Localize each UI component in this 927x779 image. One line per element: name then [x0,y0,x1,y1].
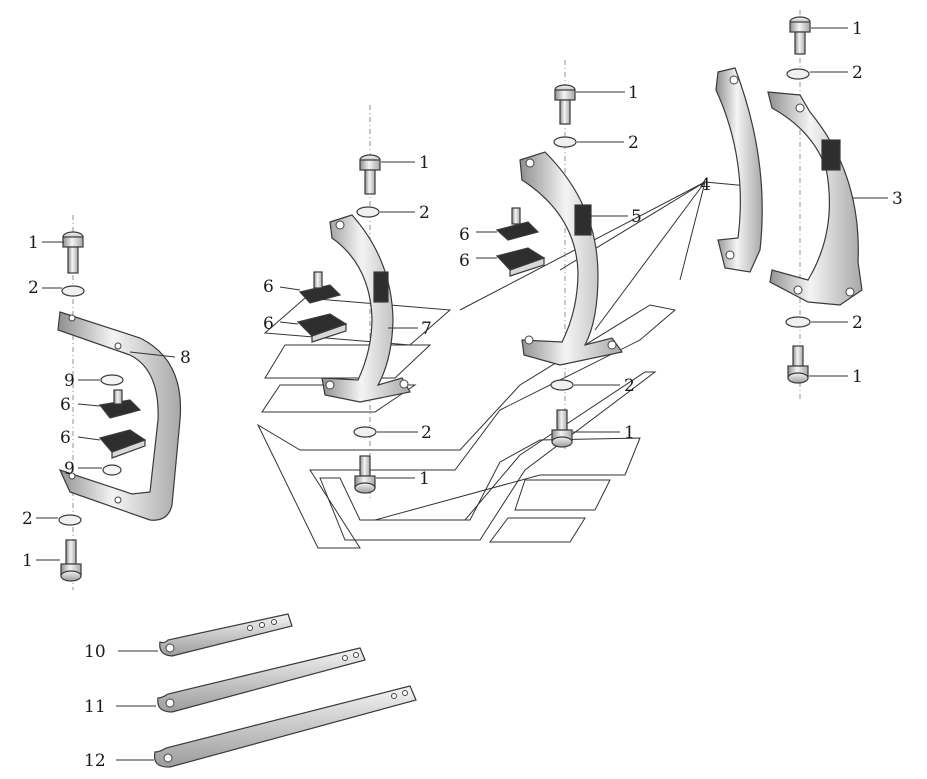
label-2: 2 [852,313,863,333]
label-6: 6 [459,251,470,271]
outer-clamp-icon [767,91,863,306]
label-6: 6 [60,428,71,448]
bolt-icon [554,84,576,125]
label-1: 1 [852,367,863,387]
spacer-icon [100,374,124,386]
label-6: 6 [263,314,274,334]
washer-icon [353,426,377,438]
label-2: 2 [624,376,635,396]
label-1: 1 [22,551,33,571]
wrench-icon [153,685,417,768]
label-4-leaders: 4 [459,175,749,331]
label-6: 6 [459,225,470,245]
label-2: 2 [852,63,863,83]
label-1: 1 [624,423,635,443]
clamp-7-assembly: 1 2 7 6 6 2 1 [263,105,432,500]
bolt-icon [62,231,84,274]
label-11: 11 [84,697,106,717]
label-8: 8 [180,348,191,368]
label-6: 6 [263,277,274,297]
label-1: 1 [852,19,863,39]
label-10: 10 [84,642,106,662]
clamp-5-assembly: 1 2 5 6 6 2 1 [459,60,642,450]
label-2: 2 [22,509,33,529]
strap-bracket-icon [57,311,182,521]
bolt-icon [789,16,811,55]
label-2: 2 [28,278,39,298]
clip-icon [98,389,142,419]
label-9: 9 [64,459,75,479]
clip-icon [98,429,147,459]
label-2: 2 [419,203,430,223]
washer-icon [786,68,810,80]
label-1: 1 [419,469,430,489]
label-1: 1 [419,153,430,173]
clamp-arm-icon [321,214,411,403]
clip-icon [495,247,546,277]
label-2: 2 [628,133,639,153]
clip-icon [298,271,342,304]
label-2: 2 [421,423,432,443]
label-3: 3 [892,189,903,209]
washer-icon [61,285,85,297]
spacer-icon [102,464,122,476]
wrench-icon [159,613,293,657]
bolt-icon [787,345,809,384]
left-assembly: 1 2 8 9 6 6 9 [22,215,191,590]
washer-icon [58,514,82,526]
wrench-set: 10 11 12 [84,613,417,771]
washer-icon [785,316,811,328]
label-5: 5 [631,207,642,227]
label-1: 1 [28,233,39,253]
clamp-3-assembly: 1 2 3 2 1 [715,10,903,400]
washer-icon [550,379,574,391]
label-4: 4 [700,175,711,195]
bolt-icon [551,409,573,448]
bolt-icon [359,154,381,195]
bolt-icon [354,455,376,494]
bolt-icon [60,539,82,582]
inner-clamp-icon [715,67,763,273]
washer-icon [356,206,380,218]
clip-icon [296,313,348,343]
label-7: 7 [421,319,432,339]
clip-icon [495,207,540,241]
label-6: 6 [60,395,71,415]
washer-icon [553,136,577,148]
label-1: 1 [628,83,639,103]
label-12: 12 [84,751,106,771]
wrench-icon [157,647,366,713]
label-9: 9 [64,371,75,391]
